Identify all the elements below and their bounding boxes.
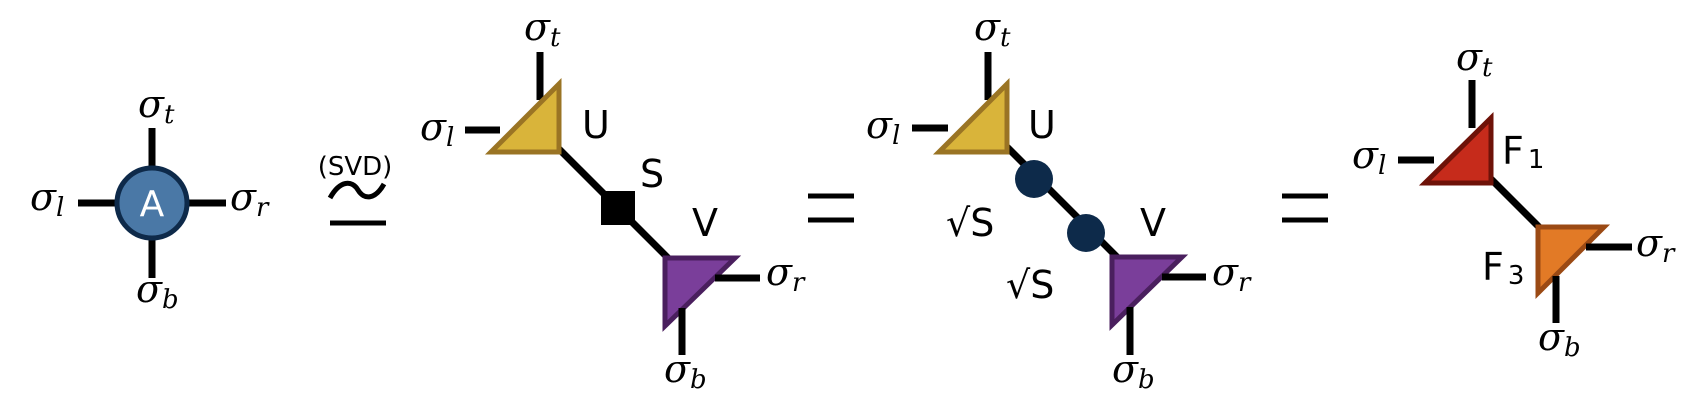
sqrt-diagonal-bond (985, 125, 1138, 278)
tensor-a-label: A (140, 184, 165, 225)
a-sigma-r-label: σr (230, 175, 270, 223)
tensor-f1-triangle (1418, 112, 1494, 186)
sqrt-s-node-1 (1015, 160, 1053, 198)
u2-sigma-l-label: σl (866, 103, 900, 151)
tensor-s-square (601, 191, 635, 225)
tensor-s-label: S (640, 152, 664, 196)
f1-sigma-t-label: σt (1456, 35, 1493, 83)
tensor-v-label: V (692, 201, 718, 245)
f3-sigma-b-label: σb (1538, 315, 1581, 363)
f1-sigma-l-label: σl (1352, 133, 1386, 181)
a-sigma-b-label: σb (136, 267, 179, 315)
tensor-u-label: U (582, 103, 610, 147)
svd-op-label: (SVD) (318, 152, 393, 182)
tensor-a-node (114, 165, 190, 241)
tensor-v2-label: V (1140, 201, 1166, 245)
a-sigma-t-label: σt (138, 82, 175, 130)
tensor-v2-triangle (1109, 254, 1189, 331)
svd-approx-symbol: (SVD) (318, 152, 393, 226)
tensor-u2-label: U (1028, 103, 1056, 147)
v2-sigma-r-label: σr (1212, 250, 1252, 298)
tilde-mark (327, 180, 387, 200)
tensor-u-triangle (484, 77, 562, 155)
u-sigma-t-label: σt (524, 5, 561, 53)
v2-sigma-b-label: σb (1112, 347, 1155, 395)
sqrt-s-label-2: √S (1006, 263, 1054, 307)
tensor-f3-triangle (1535, 224, 1611, 300)
u-sigma-l-label: σl (420, 105, 454, 153)
tensor-a-group: A σt σl σr σb (30, 82, 270, 315)
v-sigma-b-label: σb (664, 347, 707, 395)
usv-group: U σt σl S V σr σb (420, 5, 806, 395)
equals-sign-2 (1282, 193, 1328, 223)
f3-sigma-r-label: σr (1636, 221, 1676, 269)
sqrt-s-label-1: √S (946, 201, 994, 245)
tensor-v-triangle (662, 255, 742, 332)
v-sigma-r-label: σr (766, 250, 806, 298)
u-sqrts-v-group: U σt σl √S √S V σr σb (866, 5, 1252, 395)
a-sigma-l-label: σl (30, 175, 64, 223)
sqrt-s-node-2 (1067, 214, 1105, 252)
equals-sign-1 (808, 193, 854, 223)
u2-sigma-t-label: σt (974, 5, 1011, 53)
tensor-u2-triangle (932, 77, 1010, 155)
